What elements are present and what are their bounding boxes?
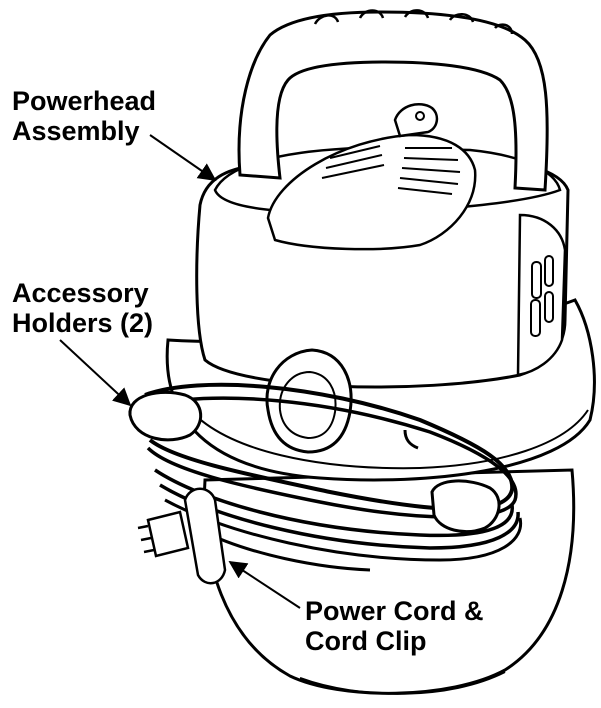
label-power-cord-line1: Power Cord & — [305, 596, 484, 626]
label-powerhead-assembly: Powerhead Assembly — [12, 86, 156, 146]
cover-vents — [321, 145, 461, 195]
side-vent-3 — [544, 255, 554, 287]
cord-clip — [183, 487, 227, 585]
side-vent-4 — [544, 291, 554, 323]
lid-ring-lower-edge — [181, 399, 589, 470]
power-switch — [393, 103, 439, 138]
plug-prongs — [137, 524, 155, 554]
leader-power-cord — [228, 561, 301, 609]
label-power-cord-line2: Cord Clip — [305, 626, 427, 656]
accessory-holder-left — [128, 390, 203, 442]
handle-grip-ridges — [313, 9, 514, 35]
label-power-cord-clip: Power Cord & Cord Clip — [305, 596, 484, 656]
leader-accessory-holders — [59, 339, 132, 407]
motor-cover — [266, 133, 477, 251]
tank-bottom-rim — [299, 671, 506, 695]
cord-plug — [146, 510, 190, 558]
label-accessory-holders: Accessory Holders (2) — [12, 278, 153, 338]
label-powerhead-line2: Assembly — [12, 116, 140, 146]
side-vent-1 — [531, 261, 542, 299]
side-vent-2 — [530, 299, 541, 337]
switch-pivot — [415, 111, 425, 121]
label-accessory-line2: Holders (2) — [12, 308, 154, 338]
leader-powerhead — [149, 134, 217, 182]
label-powerhead-line1: Powerhead — [12, 86, 157, 116]
handle — [237, 10, 549, 192]
label-accessory-line1: Accessory — [12, 278, 149, 308]
accessory-holder-right — [430, 479, 501, 533]
